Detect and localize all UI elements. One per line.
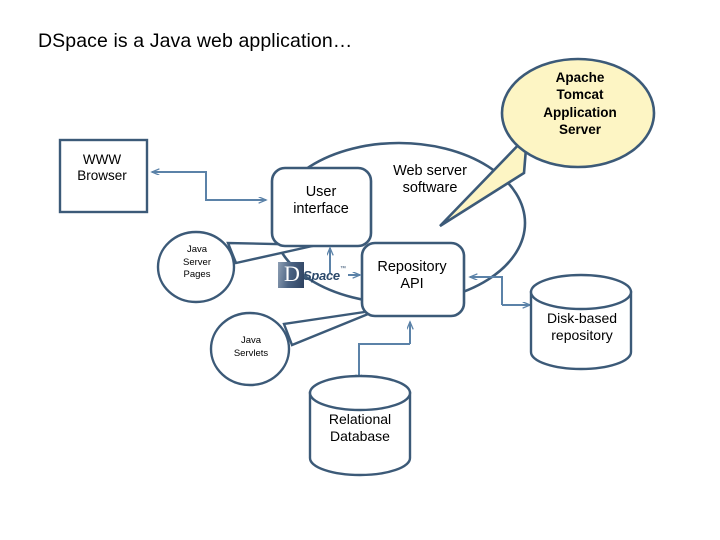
- connector-api-to-disk-repo-left: [470, 277, 503, 305]
- connector-api-to-relational-db-down: [359, 343, 410, 382]
- apache-tomcat-callout-tail: [439, 132, 529, 228]
- dspace-logo-letter: D: [284, 261, 300, 286]
- dspace-logo-trademark-icon: ™: [340, 266, 346, 272]
- dspace-logo-square: [278, 262, 304, 288]
- page-title: DSpace is a Java web application…: [38, 30, 353, 52]
- connector-browser-to-ui-lower: [205, 178, 266, 200]
- user-interface-box: [270, 166, 373, 248]
- relational-database-cylinder: [308, 374, 412, 477]
- apache-tomcat-callout-bubble: [500, 57, 656, 169]
- java-servlets-bubble: [209, 311, 291, 387]
- repository-api-box: [360, 241, 466, 318]
- java-server-pages-bubble: [156, 230, 236, 304]
- connector-browser-to-ui-upper: [152, 172, 207, 178]
- java-servlets-callout-tail: [282, 308, 379, 347]
- dspace-logo: D Space ™: [278, 261, 346, 288]
- www-browser-box: [58, 138, 149, 214]
- dspace-logo-word: Space: [303, 268, 340, 283]
- disk-based-repository-cylinder: [529, 273, 633, 371]
